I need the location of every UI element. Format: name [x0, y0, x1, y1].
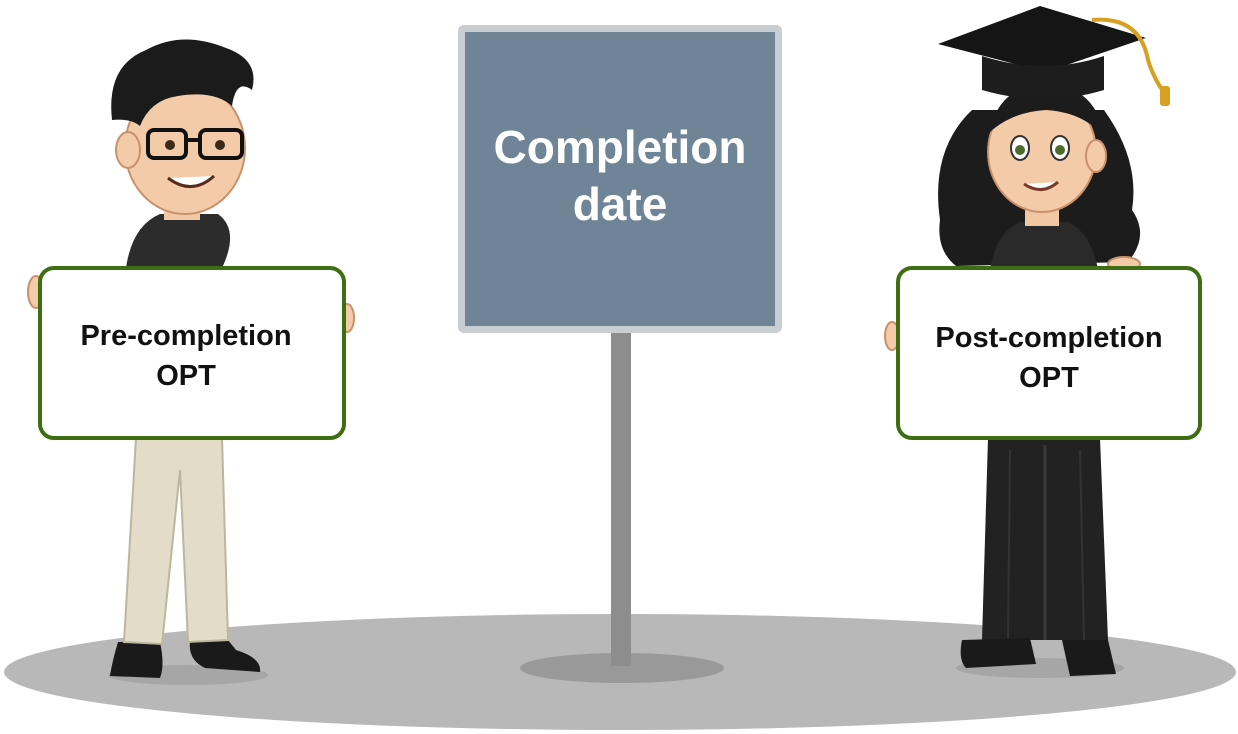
student-with-glasses-icon: [27, 39, 355, 685]
sign-label: Completion date: [493, 121, 747, 230]
graduate-with-cap-icon: [884, 6, 1170, 678]
pre-completion-card: Pre-completion OPT: [38, 266, 346, 440]
pole-base: [520, 653, 724, 683]
post-completion-card: Post-completion OPT: [896, 266, 1202, 440]
sign-pole: [611, 330, 631, 666]
pre-completion-label: Pre-completion OPT: [80, 319, 292, 392]
post-completion-label: Post-completion OPT: [935, 322, 1163, 394]
completion-date-sign: Completion date: [458, 25, 782, 333]
